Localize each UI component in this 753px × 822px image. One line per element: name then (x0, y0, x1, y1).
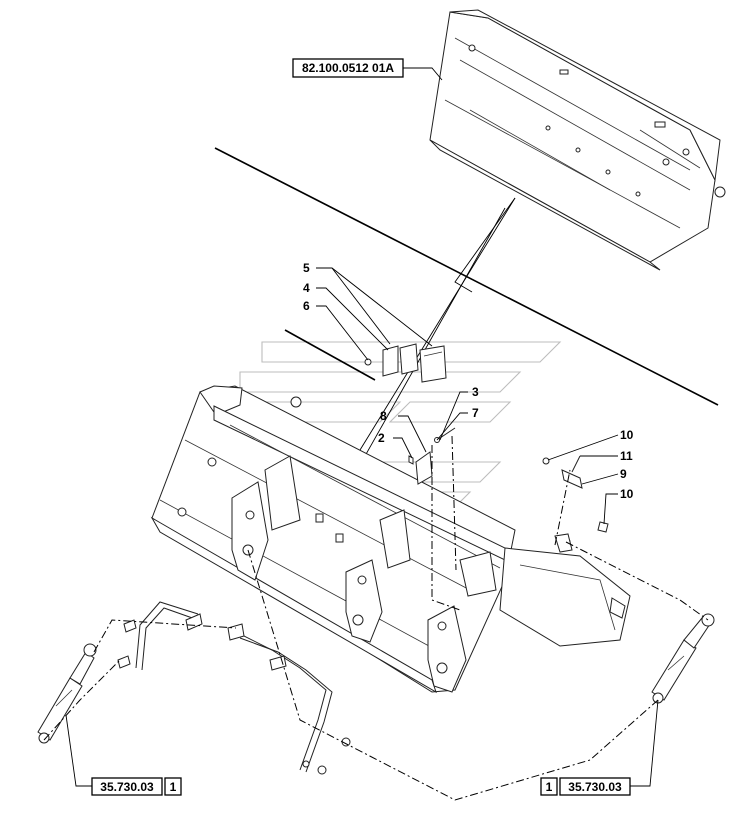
callout-5[interactable]: 5 (303, 261, 310, 275)
reference-qty-box (164, 777, 182, 796)
reference-code: 82.100.0512 01A (302, 61, 394, 75)
reference-box (91, 777, 163, 796)
reference-qty: 1 (546, 780, 553, 794)
left-hydraulic-cylinder (37, 643, 97, 744)
callout-11[interactable]: 11 (620, 449, 633, 463)
reference-code: 35.730.03 (568, 780, 622, 794)
reference-code: 35.730.03 (100, 780, 154, 794)
callout-8[interactable]: 8 (380, 409, 387, 423)
callout-7[interactable]: 7 (472, 406, 479, 420)
assembly-lines (43, 435, 709, 801)
callout-10-upper[interactable]: 10 (620, 428, 634, 442)
pivot-pin-group (542, 455, 609, 553)
reference-qty-box (540, 777, 558, 796)
right-cylinder-reference[interactable]: 1 35.730.03 (540, 777, 631, 796)
right-hydraulic-cylinder (651, 613, 715, 704)
callout-3[interactable]: 3 (472, 385, 479, 399)
callout-9[interactable]: 9 (620, 467, 627, 481)
hydraulic-hoses (117, 601, 351, 775)
callout-10-lower[interactable]: 10 (620, 487, 634, 501)
callouts: 5 4 6 3 8 7 2 10 11 9 10 (303, 261, 634, 501)
callout-2[interactable]: 2 (378, 431, 385, 445)
left-cylinder-reference[interactable]: 35.730.03 1 (91, 777, 182, 796)
callout-4[interactable]: 4 (303, 281, 310, 295)
upper-bucket-reference[interactable]: 82.100.0512 01A (292, 58, 404, 78)
callout-6[interactable]: 6 (303, 299, 310, 313)
upper-bucket-assembly (429, 9, 726, 271)
wear-pads-group (364, 343, 447, 383)
reference-box (559, 777, 631, 796)
reference-qty: 1 (170, 780, 177, 794)
